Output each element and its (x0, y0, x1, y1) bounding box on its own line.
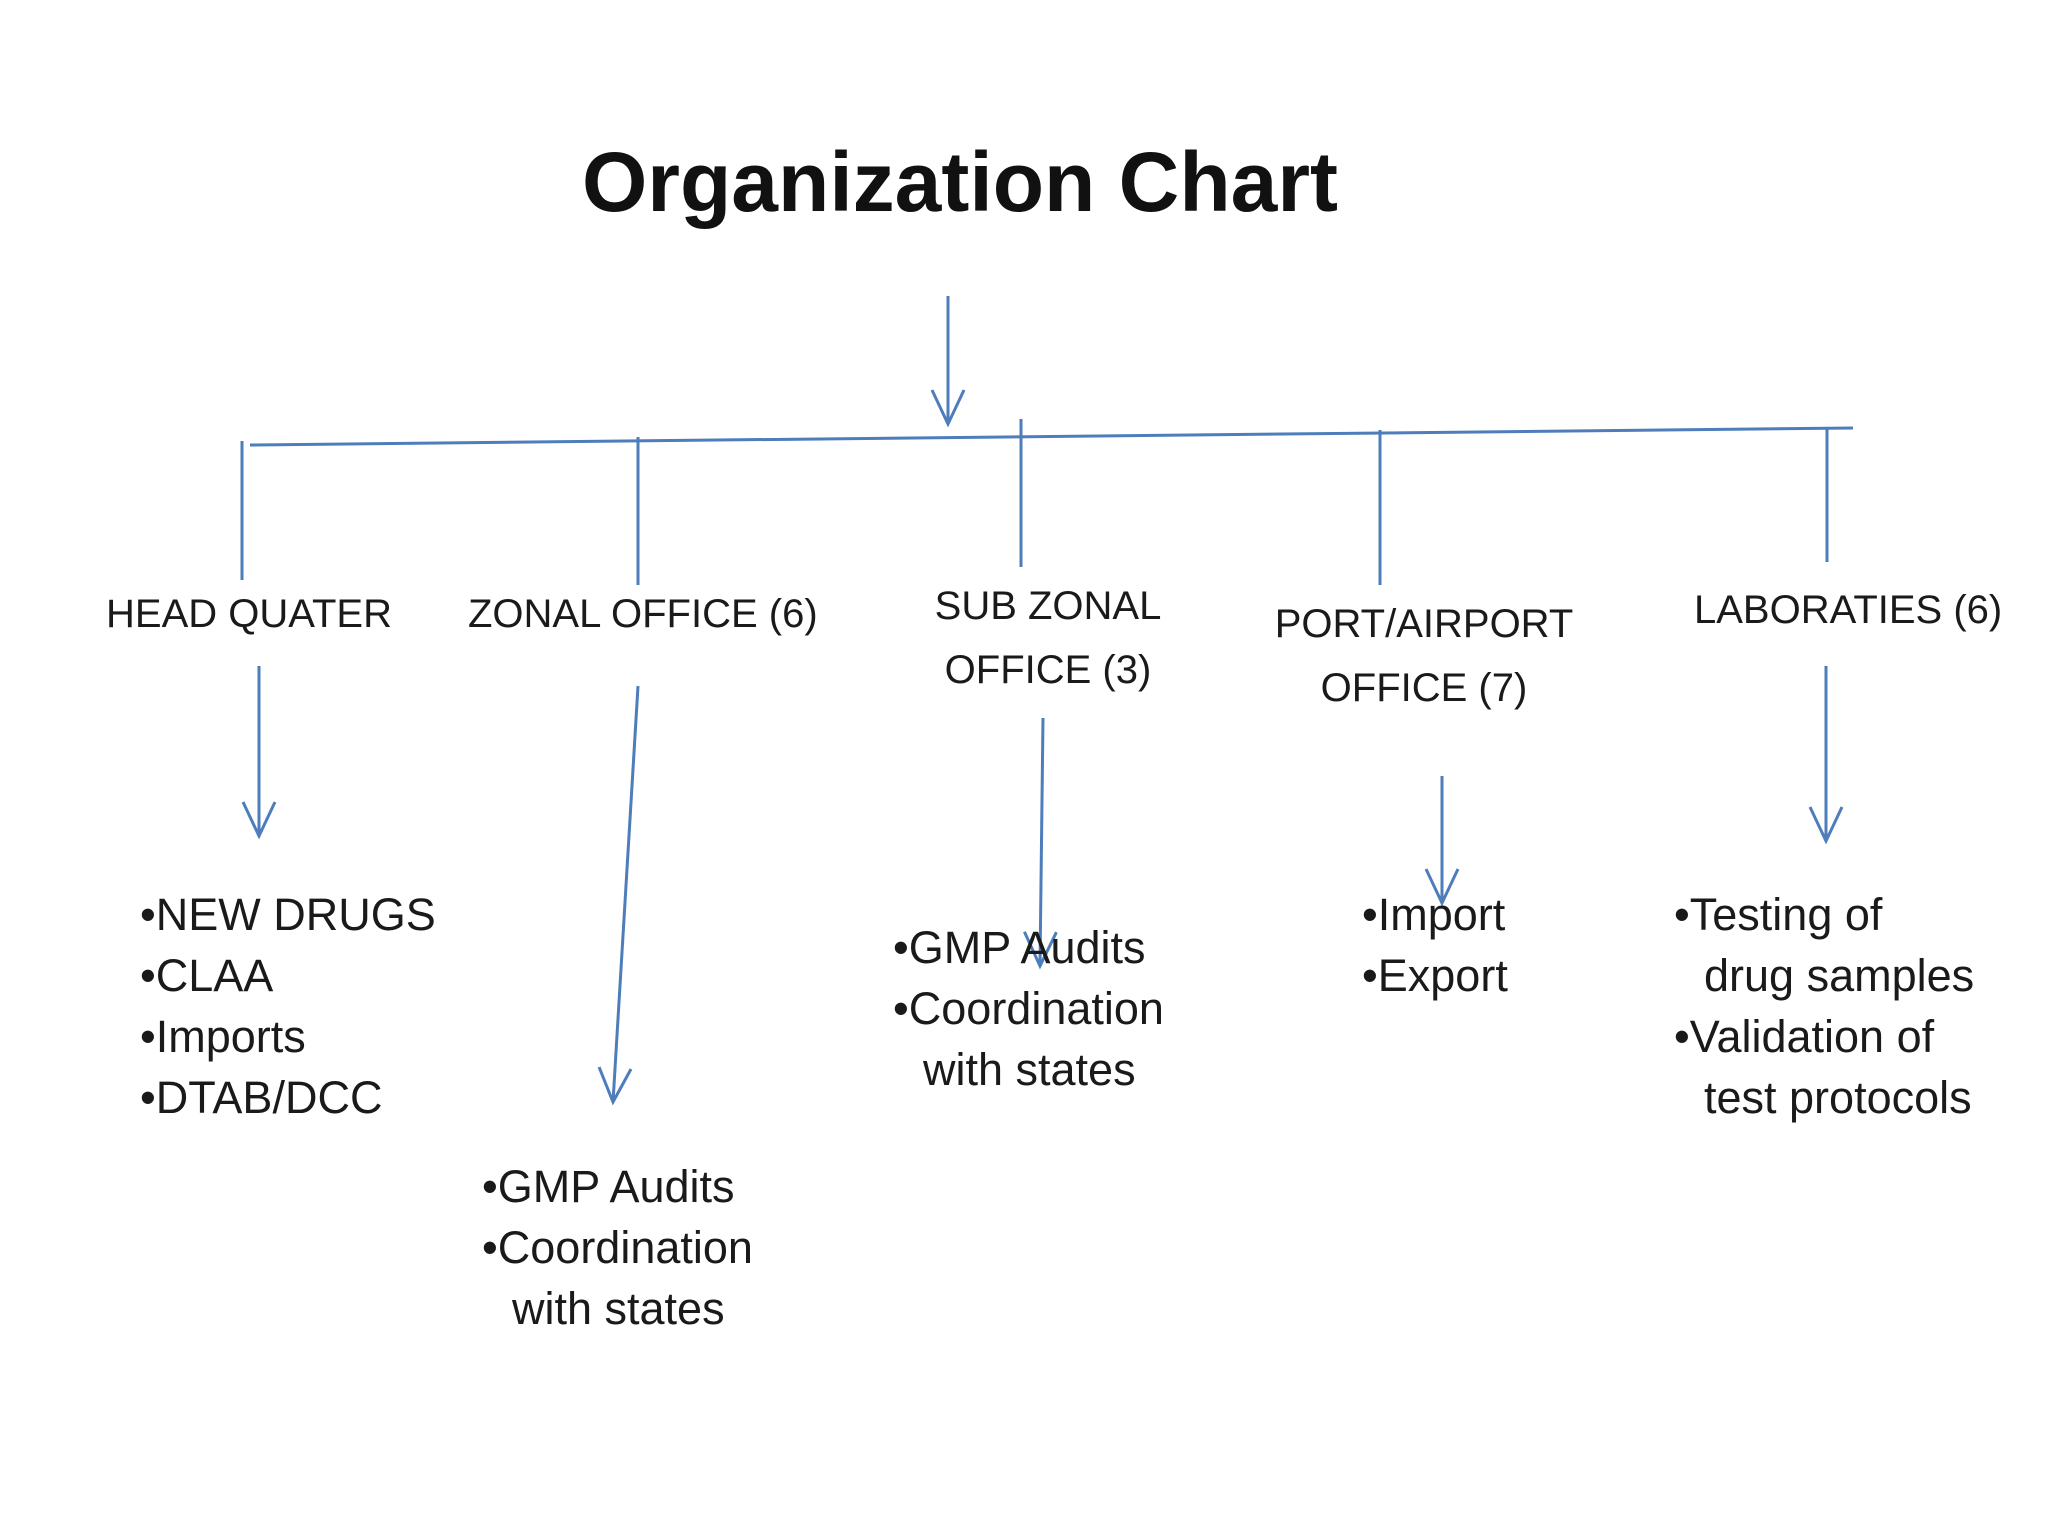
list-item: Coordination with states (893, 978, 1223, 1100)
column-label-head-quarter: HEAD QUATER (106, 592, 392, 636)
list-item: DTAB/DCC (140, 1067, 520, 1128)
arrow-zonal-office (597, 685, 640, 1106)
column-label-zonal-office: ZONAL OFFICE (6) (468, 592, 818, 636)
column-label-laboratories: LABORATIES (6) (1694, 588, 2003, 632)
bullet-list-zonal-office: GMP AuditsCoordination with states (482, 1156, 812, 1339)
column-label-port-airport-office: PORT/AIRPORT OFFICE (7) (1274, 602, 1574, 710)
bullet-list-port-airport-office: ImportExport (1362, 884, 1642, 1006)
list-item: GMP Audits (893, 917, 1223, 978)
list-item: Validation of test protocols (1674, 1006, 2048, 1128)
list-item: CLAA (140, 945, 520, 1006)
bullet-list-head-quarter: NEW DRUGSCLAAImportsDTAB/DCC (140, 884, 520, 1128)
bullet-list-laboratories: Testing of drug samplesValidation of tes… (1674, 884, 2048, 1128)
list-item: Import (1362, 884, 1642, 945)
column-label-sub-zonal-office: SUB ZONAL OFFICE (3) (934, 584, 1162, 692)
bullet-list-sub-zonal-office: GMP AuditsCoordination with states (893, 917, 1223, 1100)
list-item: GMP Audits (482, 1156, 812, 1217)
page-title: Organization Chart (581, 135, 1339, 229)
list-item: Export (1362, 945, 1642, 1006)
list-item: Imports (140, 1006, 520, 1067)
list-item: Testing of drug samples (1674, 884, 2048, 1006)
branch-line (249, 426, 1854, 447)
list-item: Coordination with states (482, 1217, 812, 1339)
list-item: NEW DRUGS (140, 884, 520, 945)
